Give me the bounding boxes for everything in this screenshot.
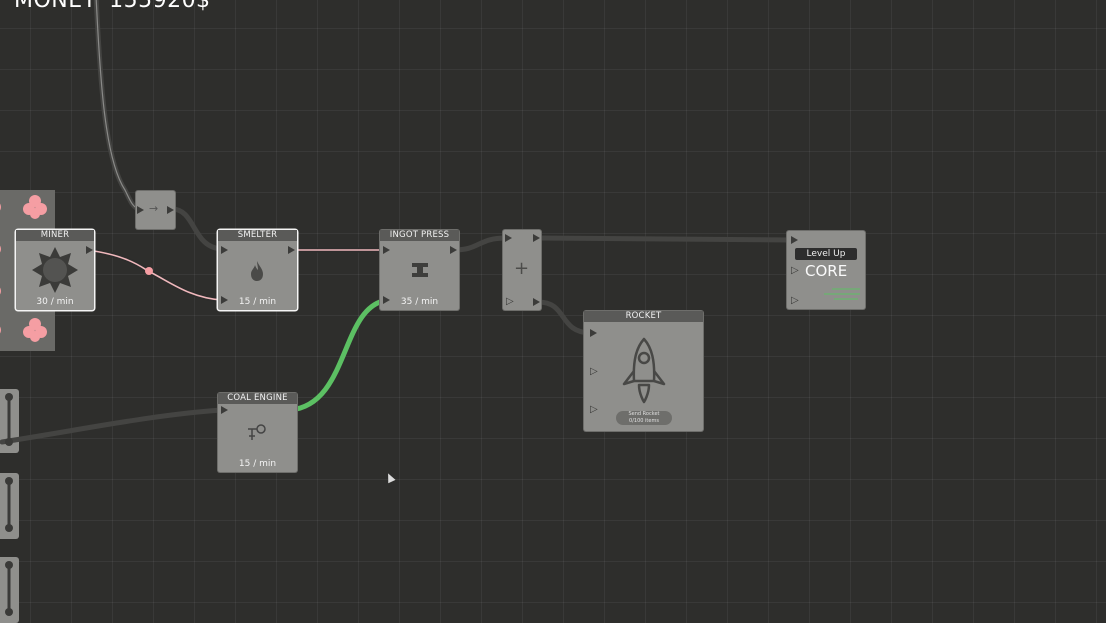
- production-rate: 15 / min: [238, 459, 277, 469]
- ore-deposit-icon: [0, 203, 1, 211]
- send-rocket-label: Send Rocket: [628, 411, 660, 417]
- node-title: MINER: [16, 230, 94, 241]
- rocket-capacity: 0/100 items: [629, 418, 659, 424]
- output-port[interactable]: [167, 206, 174, 214]
- wire: [535, 235, 795, 243]
- coal-engine-node[interactable]: COAL ENGINE 15 / min: [218, 393, 297, 472]
- core-label: CORE: [805, 262, 848, 280]
- wire: [535, 299, 593, 336]
- output-port[interactable]: [288, 246, 295, 254]
- production-rate: 35 / min: [400, 297, 439, 307]
- engine-icon: [248, 424, 266, 440]
- wire: [83, 247, 225, 303]
- connector-node[interactable]: →: [136, 191, 175, 229]
- input-port-empty[interactable]: ▷: [506, 296, 514, 307]
- output-port[interactable]: [533, 298, 540, 306]
- ore-deposit-icon: [0, 326, 1, 334]
- node-title: ROCKET: [584, 311, 703, 322]
- wire: [169, 206, 225, 252]
- input-port[interactable]: [383, 246, 390, 254]
- input-port[interactable]: [221, 296, 228, 304]
- drill-gear-icon: [32, 247, 78, 293]
- press-icon: [412, 263, 428, 277]
- node-title: SMELTER: [218, 230, 297, 241]
- input-port-empty[interactable]: ▷: [791, 265, 799, 276]
- wire: [451, 235, 509, 253]
- smelter-node[interactable]: SMELTER 15 / min: [218, 230, 297, 310]
- input-port[interactable]: [221, 246, 228, 254]
- arrow-right-icon: →: [149, 202, 159, 215]
- wire: [0, 407, 225, 445]
- ingot-press-node[interactable]: INGOT PRESS 35 / min: [380, 230, 459, 310]
- production-rate: 15 / min: [238, 297, 277, 307]
- output-port[interactable]: [86, 246, 93, 254]
- rocket-node[interactable]: ROCKET ▷ ▷ Send Rocket 0/100 items: [584, 311, 703, 431]
- ore-deposit-icon: [23, 195, 47, 219]
- level-up-button[interactable]: Level Up: [795, 248, 857, 260]
- input-port[interactable]: [137, 206, 144, 214]
- flame-icon: [251, 261, 263, 281]
- input-port[interactable]: [791, 236, 798, 244]
- ore-deposit-icon: [0, 245, 1, 253]
- input-port[interactable]: [383, 296, 390, 304]
- wire: [93, 0, 141, 212]
- wire-joint: [145, 267, 153, 275]
- input-port[interactable]: [590, 329, 597, 337]
- input-port-empty[interactable]: ▷: [590, 404, 598, 415]
- input-port[interactable]: [221, 406, 228, 414]
- wire: [287, 297, 391, 413]
- money-counter: MONEY: 155920$: [14, 0, 211, 13]
- core-status-readout: [824, 288, 860, 300]
- output-port[interactable]: [533, 234, 540, 242]
- node-title: INGOT PRESS: [380, 230, 459, 241]
- wire: [95, 0, 139, 210]
- input-port[interactable]: [505, 234, 512, 242]
- production-rate: 30 / min: [36, 297, 74, 307]
- output-port[interactable]: [450, 246, 457, 254]
- miner-node[interactable]: MINER 30 / min: [16, 230, 94, 310]
- plus-icon: +: [514, 258, 530, 279]
- send-rocket-button[interactable]: Send Rocket 0/100 items: [616, 411, 672, 425]
- rocket-icon: [622, 337, 666, 404]
- core-node[interactable]: Level Up ▷ CORE ▷: [787, 231, 865, 309]
- input-port-empty[interactable]: ▷: [590, 366, 598, 377]
- node-title: COAL ENGINE: [218, 393, 297, 404]
- ore-deposit-icon: [23, 318, 47, 342]
- input-port-empty[interactable]: ▷: [791, 295, 799, 306]
- ore-deposit-icon: [0, 287, 1, 295]
- splitter-node[interactable]: + ▷: [503, 230, 541, 310]
